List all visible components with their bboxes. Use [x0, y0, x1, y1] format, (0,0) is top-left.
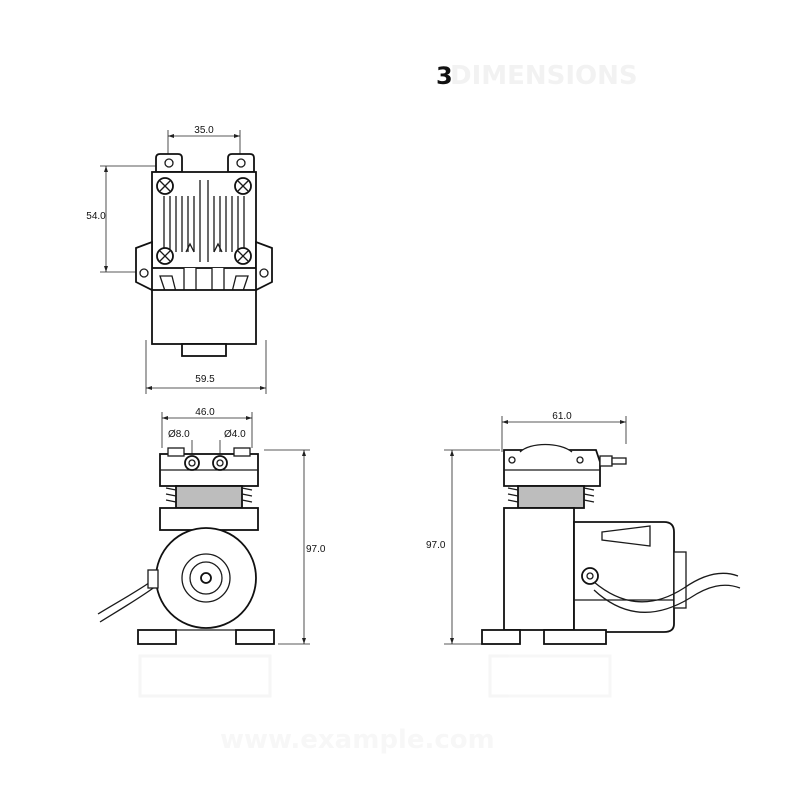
dim-front-width: 46.0	[161, 407, 253, 448]
dim-side-height: 97.0	[426, 449, 500, 645]
dim-label-97-side: 97.0	[426, 540, 446, 551]
ear-hole-icon	[236, 158, 246, 168]
screw-icon	[156, 247, 174, 265]
front-view-body	[97, 447, 275, 645]
dim-label-59: 59.5	[195, 374, 215, 385]
side-view-body	[481, 443, 741, 645]
screw-icon	[234, 247, 252, 265]
port-fitting-icon	[184, 455, 200, 471]
screw-icon	[234, 177, 252, 195]
header-faded-text: DIMENSIONS	[450, 61, 638, 91]
watermark: www.example.com	[138, 654, 612, 755]
header: 3 DIMENSIONS	[436, 61, 638, 91]
dim-front-height: 97.0	[264, 449, 326, 645]
front-view: 46.0 Ø8.0 Ø4.0 97.0	[97, 407, 326, 645]
figure-marker: 3	[436, 62, 453, 90]
top-view: 35.0 54.0 59.5	[86, 125, 273, 394]
dim-label-54: 54.0	[86, 211, 106, 222]
port-fitting-icon	[212, 455, 228, 471]
dim-label-35: 35.0	[194, 125, 214, 136]
ear-hole-icon	[164, 158, 174, 168]
cable-terminal-icon	[581, 567, 599, 585]
dim-label-61: 61.0	[552, 411, 572, 422]
dim-label-46: 46.0	[195, 407, 215, 418]
flange-hole-icon	[259, 268, 269, 278]
dim-label-97-front: 97.0	[306, 544, 326, 555]
dim-bottom-width: 59.5	[145, 340, 267, 394]
flange-hole-icon	[139, 268, 149, 278]
port-label-4: Ø4.0	[224, 429, 246, 440]
side-view: 61.0 97.0	[426, 411, 741, 645]
port-label-8: Ø8.0	[168, 429, 190, 440]
outlet-nozzle-icon	[599, 455, 627, 467]
top-view-body	[135, 153, 273, 357]
dim-side-width: 61.0	[501, 411, 627, 452]
watermark-text: www.example.com	[220, 725, 495, 755]
screw-icon	[156, 177, 174, 195]
